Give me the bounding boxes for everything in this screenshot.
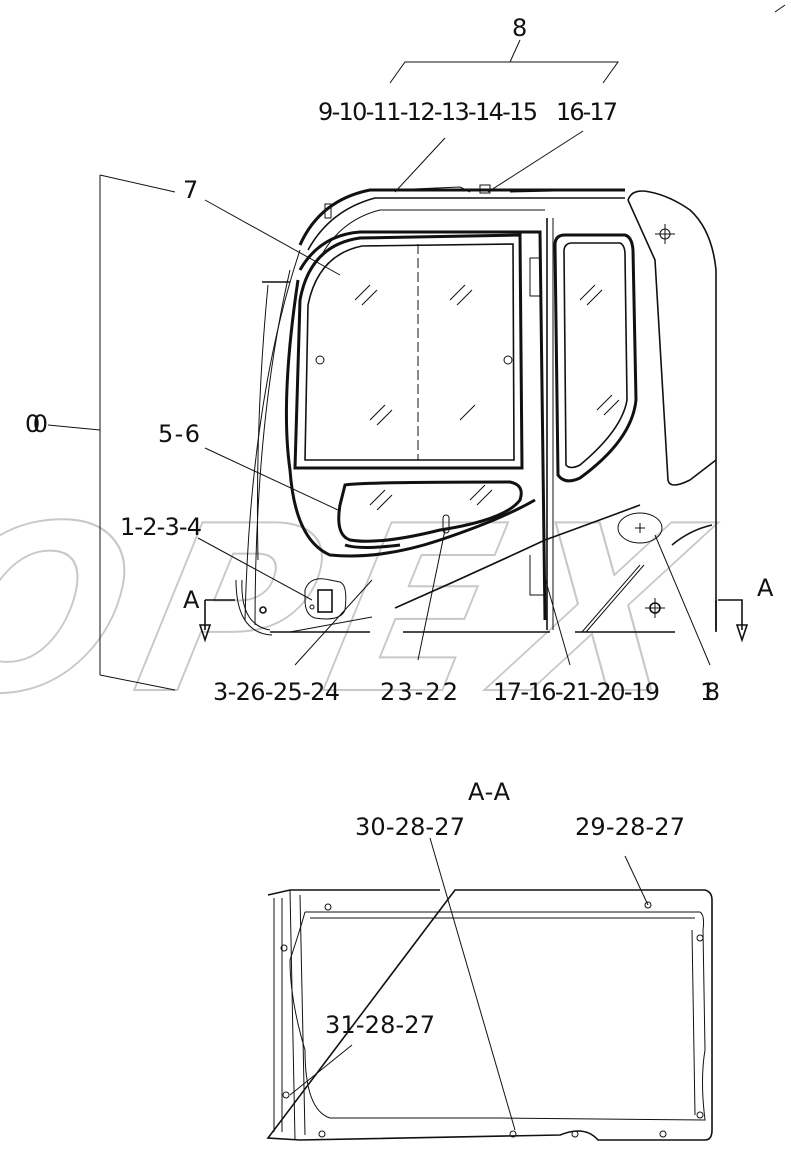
label-31-28-27: 31-28-27 xyxy=(325,1011,435,1039)
label-5-6: 5-6 xyxy=(158,420,200,448)
callout-labels: 8 9-10-11-12-13-14-15 16-17 7 00 5-6 1-2… xyxy=(25,14,774,1039)
label-17-19: 17-16-21-20-19 xyxy=(493,678,660,706)
label-9-15: 9-10-11-12-13-14-15 xyxy=(318,98,538,126)
label-7: 7 xyxy=(183,176,198,204)
cab-side-view xyxy=(198,184,749,643)
label-16-17: 16-17 xyxy=(556,98,618,126)
label-29-28-27: 29-28-27 xyxy=(575,813,685,841)
label-3-24: 3-26-25-24 xyxy=(213,678,340,706)
section-a-a-view xyxy=(266,889,713,1141)
label-8: 8 xyxy=(512,14,527,42)
label-1-4: 1-2-3-4 xyxy=(120,513,202,541)
section-title: A-A xyxy=(468,778,511,806)
label-18: 18 xyxy=(700,678,720,706)
section-marker-right: A xyxy=(757,574,774,602)
label-00: 00 xyxy=(25,410,48,438)
label-23-22: 23-22 xyxy=(380,678,458,706)
label-30-28-27: 30-28-27 xyxy=(355,813,465,841)
leader-lines xyxy=(47,4,786,1131)
section-marker-left: A xyxy=(183,586,200,614)
